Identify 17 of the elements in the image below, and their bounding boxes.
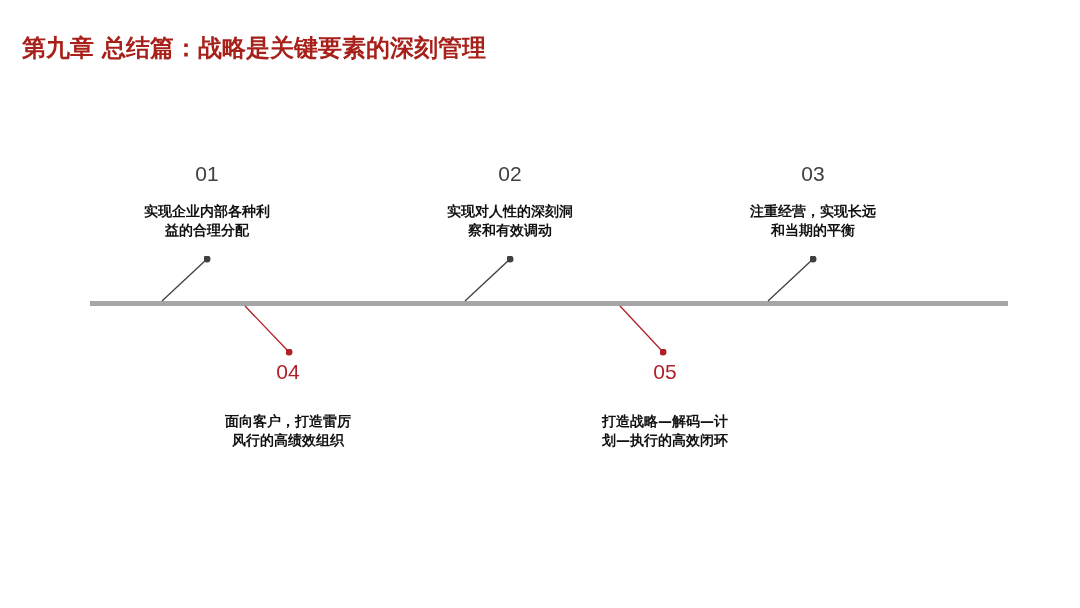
step-number: 04 <box>276 360 300 384</box>
step-description: 面向客户，打造雷厉风行的高绩效组织 <box>224 412 352 450</box>
step-description: 打造战略—解码—计划—执行的高效闭环 <box>600 412 729 450</box>
leader-line <box>619 305 667 356</box>
step-number: 01 <box>195 162 219 186</box>
leader-line <box>464 255 514 302</box>
step-number: 03 <box>801 162 825 186</box>
leader-line <box>244 305 293 356</box>
step-description: 实现对人性的深刻洞察和有效调动 <box>446 202 574 240</box>
step-number: 05 <box>653 360 677 384</box>
step-description: 注重经营，实现长远和当期的平衡 <box>749 202 877 240</box>
leader-line <box>767 255 817 302</box>
leader-line <box>161 255 211 302</box>
step-description: 实现企业内部各种利益的合理分配 <box>143 202 271 240</box>
timeline-bar <box>90 301 1008 306</box>
slide-title: 第九章 总结篇：战略是关键要素的深刻管理 <box>22 33 487 64</box>
step-number: 02 <box>498 162 522 186</box>
